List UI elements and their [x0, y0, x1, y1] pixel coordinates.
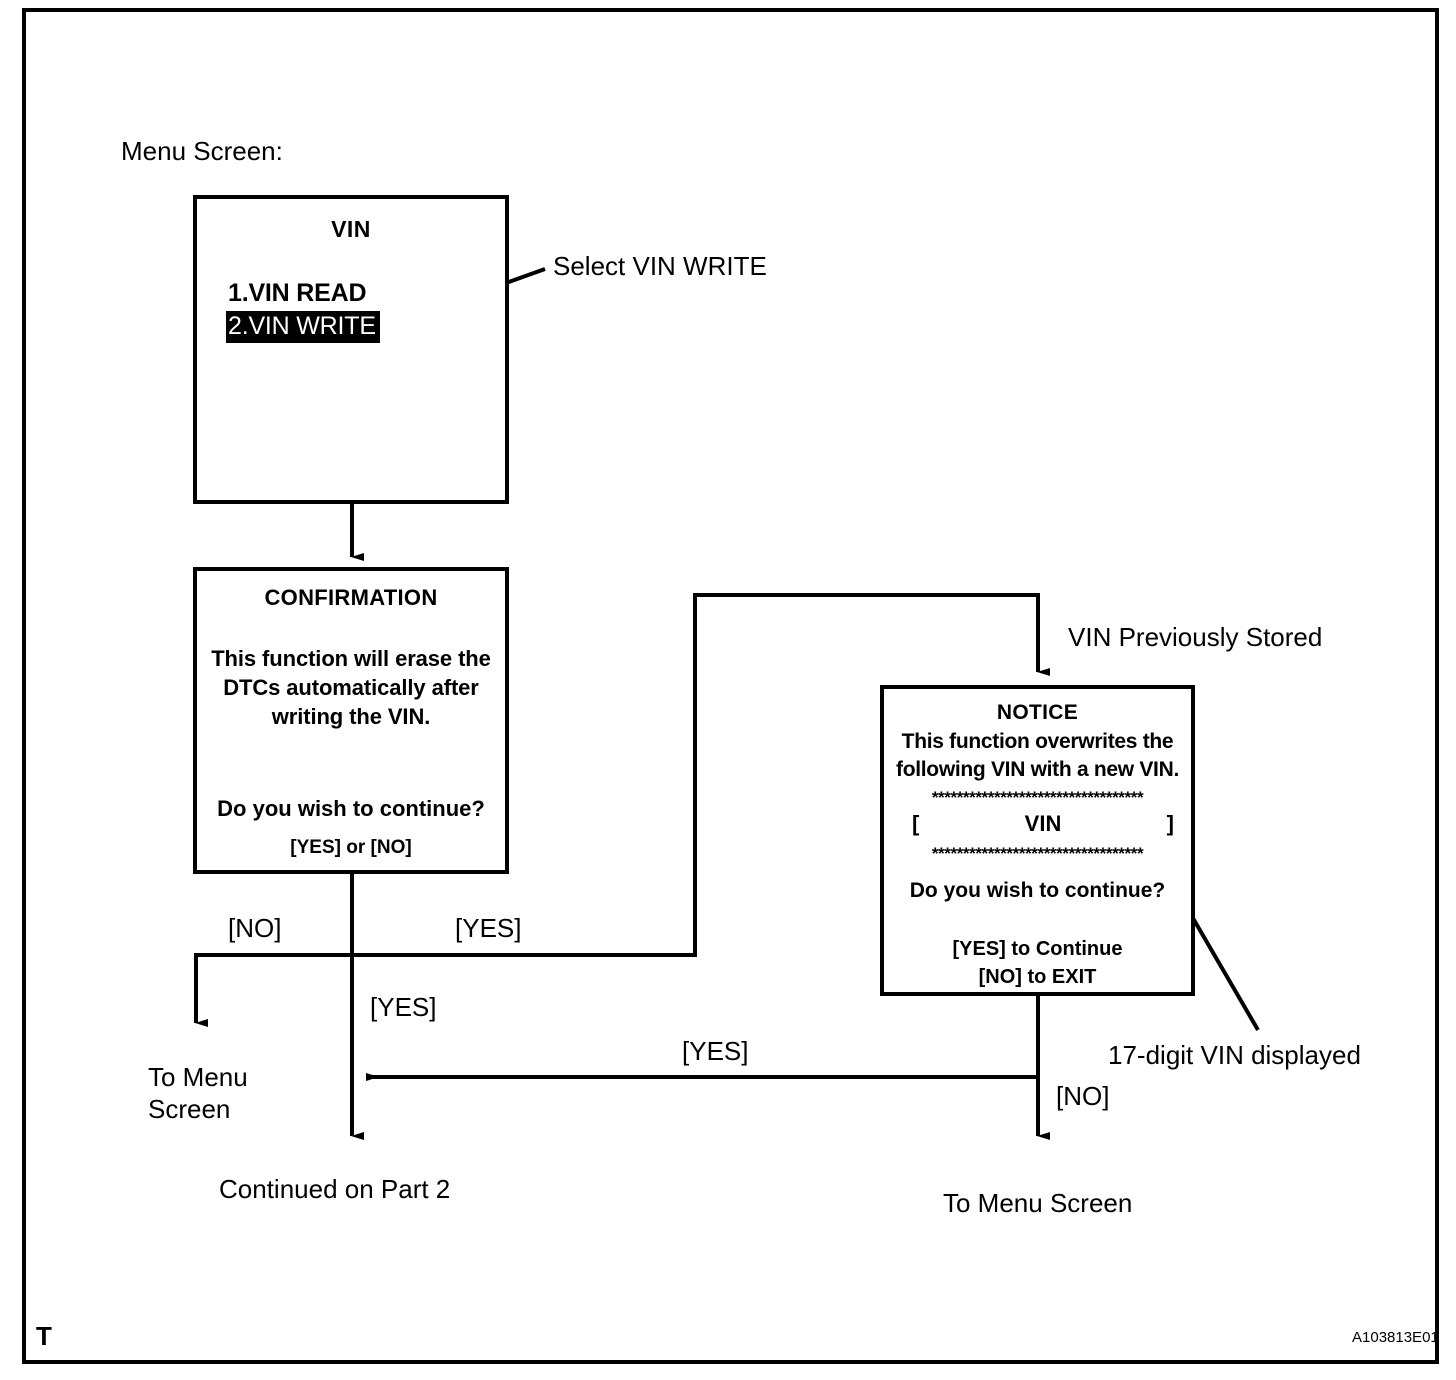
callout-17-digit-vin: 17-digit VIN displayed [1108, 1040, 1361, 1070]
flow-label-no-left: [NO] [228, 913, 282, 943]
flow-label-yes-return: [YES] [682, 1036, 749, 1066]
notice-choice-yes[interactable]: [YES] to Continue [952, 938, 1123, 960]
confirmation-body-line-1: This function will erase the [211, 646, 491, 671]
callout-select-vin-write: Select VIN WRITE [553, 251, 767, 281]
notice-body-line-2: following VIN with a new VIN. [896, 758, 1179, 781]
vin-menu-title: VIN [331, 216, 371, 242]
screen-vin-menu: VIN 1.VIN READ 2.VIN WRITE [193, 195, 509, 504]
screen-confirmation: CONFIRMATION This function will erase th… [193, 567, 509, 874]
page-border [22, 8, 1439, 1364]
confirmation-title: CONFIRMATION [264, 585, 438, 610]
notice-body-line-1: This function overwrites the [901, 730, 1174, 753]
notice-question: Do you wish to continue? [909, 879, 1166, 902]
terminal-continued-on-part-2: Continued on Part 2 [219, 1174, 451, 1204]
notice-vin-value: VIN [1024, 811, 1062, 836]
confirmation-choices[interactable]: [YES] or [NO] [290, 837, 412, 858]
confirmation-question: Do you wish to continue? [217, 796, 485, 821]
flow-label-yes-down: [YES] [370, 992, 437, 1022]
corner-marker-t: T [36, 1321, 52, 1351]
vin-menu-item-read[interactable]: 1.VIN READ [228, 279, 367, 307]
notice-choice-no[interactable]: [NO] to EXIT [978, 966, 1097, 988]
notice-vin-bracket-right: ] [1166, 811, 1174, 836]
confirmation-body-line-3: writing the VIN. [271, 704, 431, 729]
flow-label-yes-right: [YES] [455, 913, 522, 943]
screen-notice: NOTICE This function overwrites the foll… [880, 685, 1195, 996]
notice-vin-bracket-left: [ [912, 811, 920, 836]
notice-separator-top: ********************************** [931, 788, 1144, 807]
notice-vin-field: [ VIN ] [912, 811, 1174, 837]
vin-menu-item-write[interactable]: 2.VIN WRITE [226, 311, 380, 343]
notice-title: NOTICE [996, 701, 1079, 724]
page-title: Menu Screen: [121, 136, 283, 166]
flow-label-no-right: [NO] [1056, 1081, 1110, 1111]
callout-vin-previously-stored: VIN Previously Stored [1068, 622, 1323, 652]
notice-separator-bottom: ********************************** [931, 844, 1144, 863]
figure-code: A103813E01 [1352, 1329, 1439, 1346]
confirmation-body-line-2: DTCs automatically after [223, 675, 479, 700]
vin-menu-item-write-highlight[interactable]: 2.VIN WRITE [226, 311, 380, 343]
terminal-to-menu-screen-right: To Menu Screen [943, 1188, 1133, 1218]
terminal-to-menu-screen-left-line2: Screen [148, 1094, 231, 1124]
terminal-to-menu-screen-left-line1: To Menu [148, 1062, 248, 1092]
